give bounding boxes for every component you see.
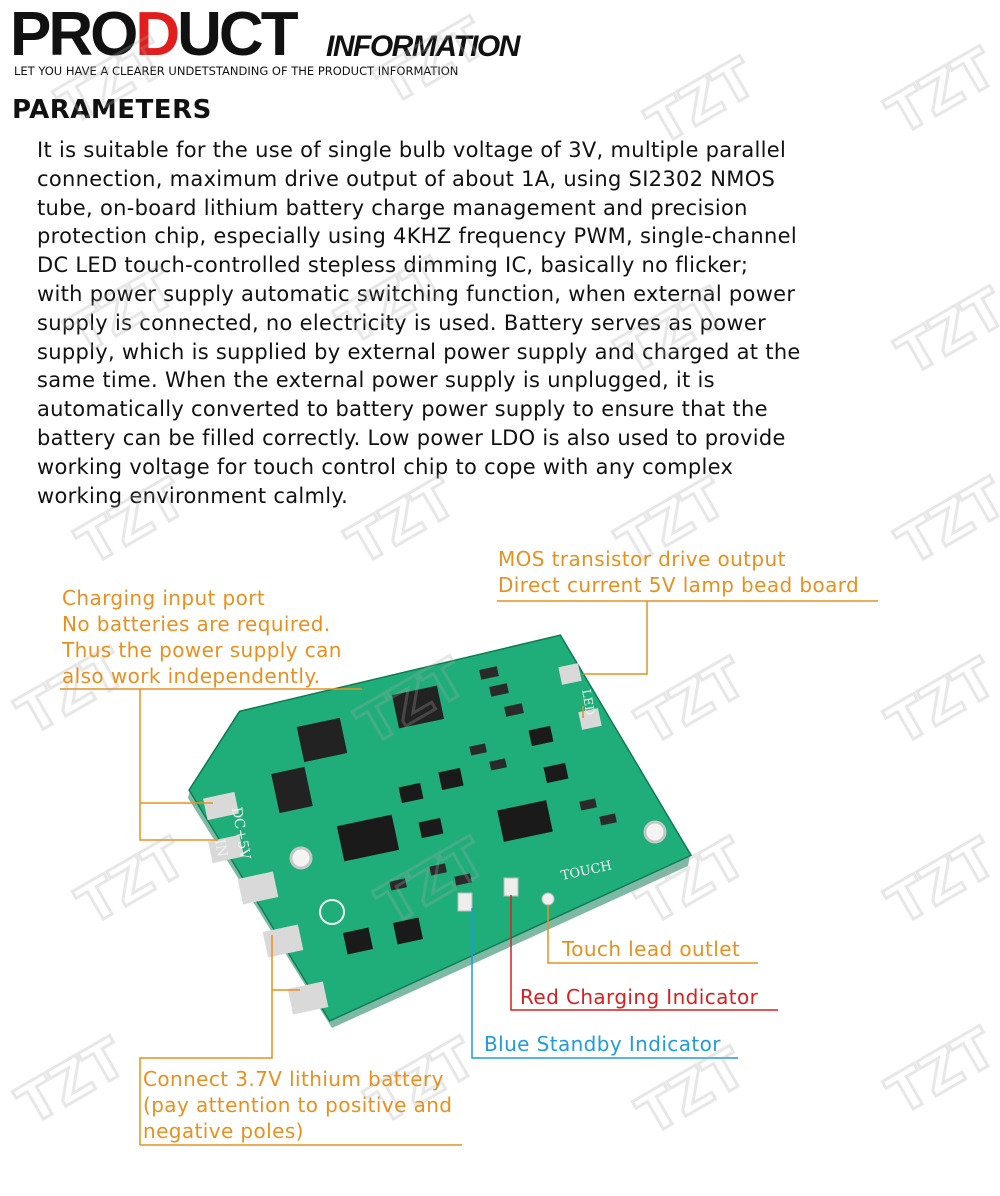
- charging-line-2: No batteries are required.: [62, 612, 331, 636]
- parameters-title: PARAMETERS: [12, 95, 212, 125]
- red-led: [503, 877, 519, 897]
- charging-line-1: Charging input port: [62, 586, 266, 610]
- param-line: protection chip, especially using 4KHZ f…: [37, 224, 797, 249]
- silk-in: IN: [211, 838, 230, 858]
- mos-callout: MOS transistor drive output Direct curre…: [498, 546, 859, 598]
- param-line: DC LED touch-controlled stepless dimming…: [37, 253, 749, 278]
- param-line: tube, on-board lithium battery charge ma…: [37, 195, 748, 220]
- battery-line-1: Connect 3.7V lithium battery: [143, 1067, 444, 1091]
- touch-pad: [541, 892, 555, 906]
- brand-title: PRODUCT: [10, 4, 299, 66]
- brand-information: INFORMATION: [326, 30, 520, 63]
- charging-line-3: Thus the power supply can: [62, 638, 342, 662]
- mos-line-2: Direct current 5V lamp bead board: [498, 573, 860, 597]
- battery-line-2: (pay attention to positive and: [143, 1093, 453, 1117]
- mos-leader-1: [583, 601, 648, 675]
- header-subtitle: LET YOU HAVE A CLEARER UNDETSTANDING OF …: [14, 64, 459, 78]
- param-line: same time. When the external power suppl…: [37, 368, 715, 393]
- mos-line-1: MOS transistor drive output: [498, 547, 786, 571]
- param-line: supply is connected, no electricity is u…: [37, 310, 767, 335]
- touch-leader: [547, 905, 758, 964]
- battery-line-3: negative poles): [143, 1119, 304, 1143]
- blue-led: [457, 892, 473, 912]
- brand-pro: PRO: [10, 0, 138, 69]
- red-leader: [510, 895, 778, 1011]
- brand-uct: UCT: [177, 0, 298, 69]
- blue-indicator-callout: Blue Standby Indicator: [484, 1032, 721, 1056]
- brand-d: D: [135, 0, 180, 69]
- param-line: supply, which is supplied by external po…: [37, 339, 801, 364]
- battery-leader: [139, 935, 273, 1145]
- charging-callout: Charging input port No batteries are req…: [62, 585, 342, 689]
- pcb-board: DC+5V IN TOUCH LED: [188, 634, 693, 1028]
- battery-callout: Connect 3.7V lithium battery (pay attent…: [143, 1066, 452, 1144]
- param-line: automatically converted to battery power…: [37, 397, 768, 422]
- param-line: working voltage for touch control chip t…: [37, 454, 734, 479]
- param-line: connection, maximum drive output of abou…: [37, 166, 776, 191]
- charging-line-4: also work independently.: [62, 664, 321, 688]
- param-line: with power supply automatic switching fu…: [37, 281, 796, 306]
- parameters-text: It is suitable for the use of single bul…: [37, 136, 937, 510]
- param-line: It is suitable for the use of single bul…: [37, 138, 787, 162]
- param-line: working environment calmly.: [37, 483, 349, 508]
- blue-leader: [471, 908, 738, 1059]
- red-indicator-callout: Red Charging Indicator: [520, 985, 759, 1009]
- param-line: battery can be filled correctly. Low pow…: [37, 425, 786, 450]
- touch-callout: Touch lead outlet: [562, 937, 741, 961]
- charging-leader: [139, 689, 218, 841]
